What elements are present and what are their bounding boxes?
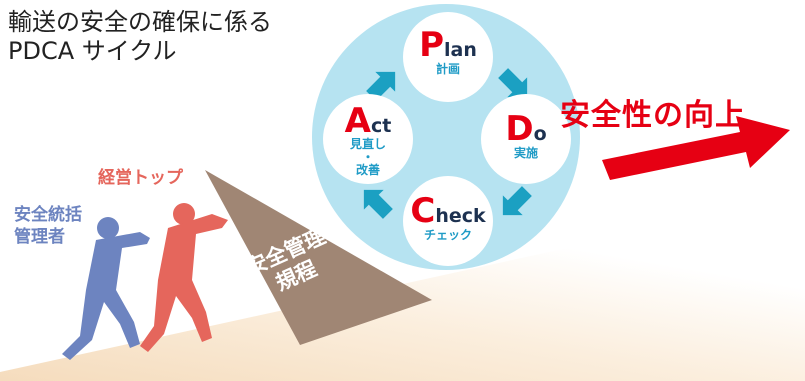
check-rest: heck — [435, 205, 486, 227]
executive-label: 経営トップ — [98, 168, 183, 188]
plan-initial: P — [419, 25, 445, 65]
page-title: 輸送の安全の確保に係る PDCA サイクル — [8, 8, 272, 65]
pdca-check: Check チェック — [403, 176, 493, 266]
plan-sub: 計画 — [435, 62, 460, 76]
plan-rest: lan — [444, 39, 477, 61]
pdca-act: Act 見直し ・ 改善 — [323, 94, 413, 184]
check-initial: C — [410, 191, 436, 231]
act-sub: 見直し ・ 改善 — [349, 137, 386, 177]
pdca-do: Do 実施 — [481, 94, 571, 184]
do-rest: o — [533, 123, 547, 145]
manager-label: 安全統括 管理者 — [14, 205, 82, 247]
cycle-arrow-icon — [502, 186, 532, 216]
top-management-figure — [140, 203, 228, 352]
act-initial: A — [344, 101, 371, 141]
do-sub: 実施 — [513, 146, 538, 160]
pdca-plan: Plan 計画 — [403, 12, 493, 102]
cycle-arrow-icon — [363, 189, 393, 219]
do-initial: D — [505, 109, 534, 149]
improvement-arrow-icon — [602, 116, 790, 180]
cycle-arrow-icon — [366, 71, 396, 101]
cycle-arrow-icon — [498, 68, 528, 98]
improvement-label: 安全性の向上 — [560, 98, 746, 133]
act-rest: ct — [370, 115, 392, 137]
check-sub: チェック — [423, 228, 472, 242]
cycle-arrows — [363, 68, 532, 219]
rules-wedge — [205, 170, 432, 345]
safety-manager-figure — [62, 217, 150, 360]
